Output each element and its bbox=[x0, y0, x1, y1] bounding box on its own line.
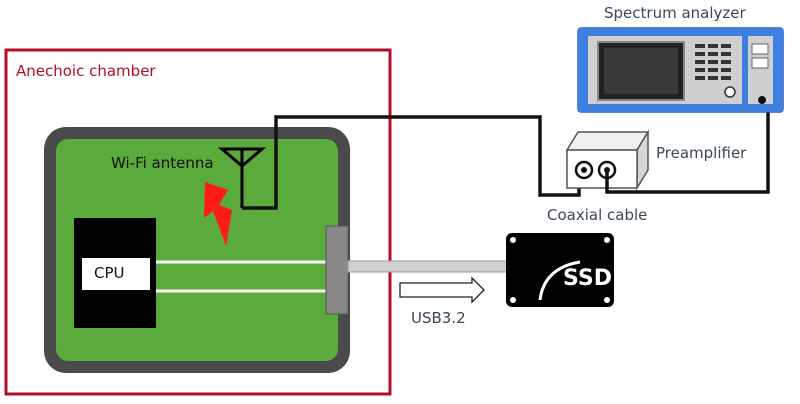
cpu-label: CPU bbox=[94, 264, 125, 282]
preamplifier-label: Preamplifier bbox=[656, 144, 747, 162]
anechoic-chamber-label: Anechoic chamber bbox=[16, 62, 156, 80]
usb-label: USB3.2 bbox=[411, 309, 466, 327]
wifi-antenna-icon bbox=[217, 147, 267, 208]
coaxial-cable-antenna bbox=[242, 115, 581, 210]
coaxial-cable-label: Coaxial cable bbox=[547, 206, 648, 224]
preamplifier-box bbox=[565, 129, 650, 191]
analyzer-rf-input bbox=[758, 96, 766, 104]
cpu-label-box bbox=[82, 258, 150, 290]
wifi-antenna-label: Wi-Fi antenna bbox=[111, 154, 214, 172]
usb-direction-arrow bbox=[399, 276, 485, 304]
analyzer-keypad bbox=[695, 44, 731, 80]
usb-cable bbox=[347, 260, 513, 273]
ssd-label: SSD bbox=[563, 266, 612, 291]
anechoic-chamber-border bbox=[4, 48, 392, 396]
coaxial-cable-analyzer bbox=[605, 103, 770, 194]
spectrum-analyzer bbox=[577, 27, 784, 113]
analyzer-knob bbox=[724, 86, 736, 98]
usb-connector bbox=[325, 225, 349, 315]
ssd-device bbox=[506, 233, 614, 307]
spectrum-analyzer-label: Spectrum analyzer bbox=[604, 4, 746, 22]
rf-emission-bolt-icon bbox=[204, 182, 232, 246]
